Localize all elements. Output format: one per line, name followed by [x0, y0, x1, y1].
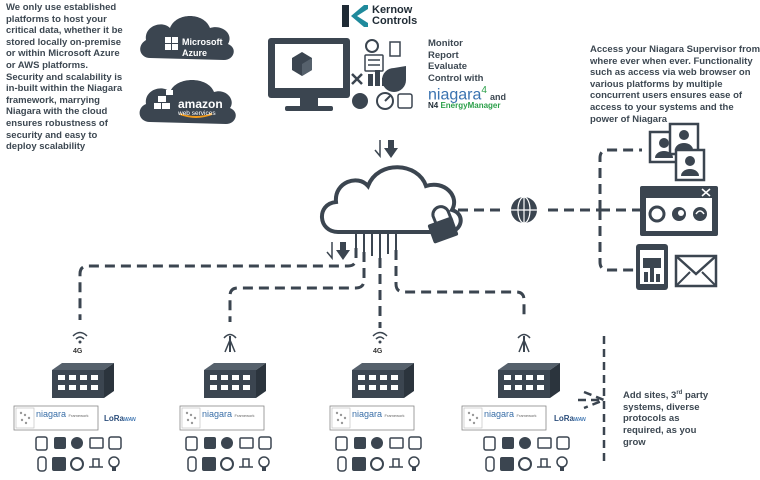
em-prefix: N4	[428, 101, 441, 110]
niagara-name: niagara	[484, 409, 515, 419]
energy-manager-label: N4 EnergyManager	[428, 101, 500, 110]
site-connections	[78, 248, 526, 328]
expansion-connections	[578, 336, 608, 462]
azure-label-line1: Microsoft	[182, 37, 223, 47]
add-sites-text: Add sites, 3rd party systems, diverse pr…	[623, 388, 715, 448]
browser-window-icon	[640, 186, 718, 236]
platform-hosting-text: We only use established platforms to hos…	[6, 2, 123, 153]
building-icon	[52, 363, 114, 398]
device-icons	[35, 436, 122, 472]
4g-signal-icon	[72, 331, 88, 345]
wan-text: WAN	[124, 417, 136, 423]
supervisor-monitor-icon	[268, 38, 350, 111]
grow-post: party systems, diverse protocols as requ…	[623, 390, 709, 448]
mrec-evaluate: Evaluate	[428, 61, 468, 72]
antenna-icon	[223, 333, 237, 353]
niagara4-label: niagara4	[428, 85, 487, 104]
device-icons	[483, 436, 570, 472]
lora-text: LoRa	[104, 414, 124, 423]
sync-arrows-icon	[374, 140, 398, 159]
supervisor-access-text: Access your Niagara Supervisor from wher…	[590, 44, 760, 125]
email-icon	[674, 254, 718, 288]
niagara-sub: Framework	[68, 413, 89, 418]
niagara-name: niagara	[202, 409, 233, 419]
niagara-sub: Framework	[234, 413, 255, 418]
niagara-sub: Framework	[384, 413, 405, 418]
site-sync-arrows-icon	[326, 242, 350, 261]
kernow-controls-logo: Kernow Controls	[342, 5, 442, 29]
em-name: EnergyManager	[440, 101, 501, 110]
niagara4-sup: 4	[481, 85, 487, 96]
brand-name: Kernow Controls	[372, 5, 417, 27]
mobile-phone-icon	[636, 244, 668, 290]
padlock-icon	[427, 205, 459, 244]
site-4-niagara-label: niagara Framework	[484, 409, 537, 419]
niagara-name: niagara	[36, 409, 67, 419]
azure-label-line2: Azure	[182, 48, 208, 58]
niagara4-name: niagara	[428, 86, 482, 104]
mrec-report: Report	[428, 49, 459, 61]
globe-icon	[511, 196, 537, 224]
site-1-4g-label: 4G	[73, 348, 83, 355]
site-1	[13, 331, 122, 472]
wan-text: WAN	[574, 417, 586, 423]
building-icon	[352, 363, 414, 398]
site-1-lorawan-label: LoRaWAN	[104, 414, 136, 423]
site-2	[179, 333, 272, 472]
niagara-name: niagara	[352, 409, 383, 419]
aws-label-line1: amazon	[178, 97, 223, 111]
4g-signal-icon	[372, 331, 388, 345]
remote-access-connections	[458, 148, 642, 272]
grow-sup: rd	[676, 390, 683, 396]
site-1-niagara-label: niagara Framework	[36, 409, 89, 419]
site-4-lorawan-label: LoRaWAN	[554, 414, 586, 423]
mrec-list: Monitor Report Evaluate Control with	[428, 38, 490, 84]
antenna-icon	[517, 333, 531, 353]
aws-cloud-icon	[139, 80, 236, 124]
grow-pre: Add sites, 3	[623, 390, 677, 402]
central-cloud-icon	[320, 165, 463, 258]
mrec-control: Control with	[428, 72, 484, 84]
azure-cloud-icon	[140, 16, 234, 60]
kernow-k-icon	[342, 5, 368, 27]
site-3-4g-label: 4G	[373, 348, 383, 355]
building-icon	[204, 363, 266, 398]
brand-line1: Kernow	[372, 4, 413, 16]
monitoring-tools-icons	[351, 39, 413, 110]
site-3-niagara-label: niagara Framework	[352, 409, 405, 419]
building-icon	[498, 363, 560, 398]
site-2-niagara-label: niagara Framework	[202, 409, 255, 419]
device-icons	[335, 436, 422, 472]
brand-line2: Controls	[372, 15, 418, 27]
aws-label-line2: web services	[178, 110, 216, 117]
lora-text: LoRa	[554, 414, 574, 423]
site-4	[461, 333, 570, 472]
users-icon	[648, 122, 706, 182]
and-label: and	[490, 92, 507, 102]
niagara-sub: Framework	[516, 413, 537, 418]
device-icons	[185, 436, 272, 472]
mrec-monitor: Monitor	[428, 38, 463, 49]
